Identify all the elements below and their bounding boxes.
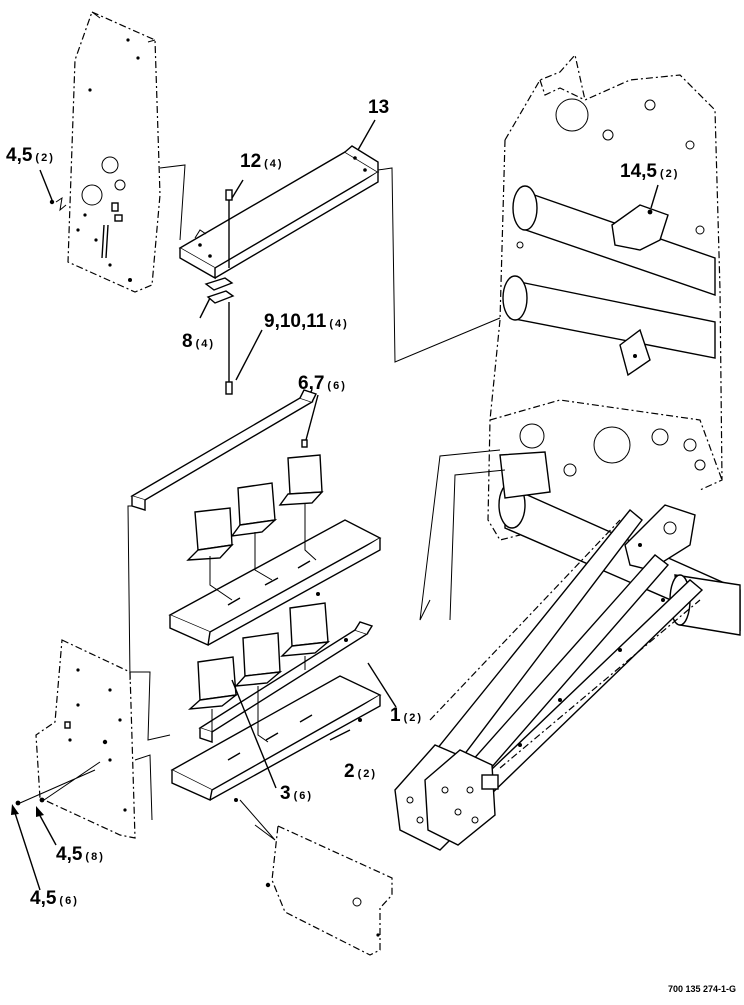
callout-9-10-11: 9,10,11(4): [264, 311, 349, 332]
callout-2: 2(2): [344, 761, 378, 782]
callout-3: 3(6): [280, 783, 314, 804]
callout-13: 13: [368, 97, 390, 118]
upper-support-bar: [127, 389, 317, 681]
lower-support-bar-part-1: [198, 621, 397, 743]
callout-14-5: 14,5(2): [620, 161, 680, 182]
figure-number: 700 135 274-1-G: [667, 984, 736, 994]
callout-8: 8(4): [182, 331, 216, 352]
lower-left-side-panel: [11, 639, 171, 891]
top-shelf-part-13: [178, 119, 501, 395]
upper-tray-with-brackets: [168, 394, 382, 647]
callout-4-5-upper-left: 4,5(2): [6, 145, 55, 166]
machine-frame: [394, 53, 741, 851]
callout-4-5-six: 4,5(6): [30, 888, 79, 909]
callout-6-7: 6,7(6): [298, 373, 347, 394]
bottom-guard-panel: [239, 799, 393, 956]
upper-left-side-panel: [39, 11, 186, 293]
lower-tray-with-brackets: [170, 602, 382, 802]
callout-1: 1(2): [390, 705, 424, 726]
callout-12: 12(4): [240, 151, 284, 172]
callout-4-5-eight: 4,5(8): [56, 844, 105, 865]
